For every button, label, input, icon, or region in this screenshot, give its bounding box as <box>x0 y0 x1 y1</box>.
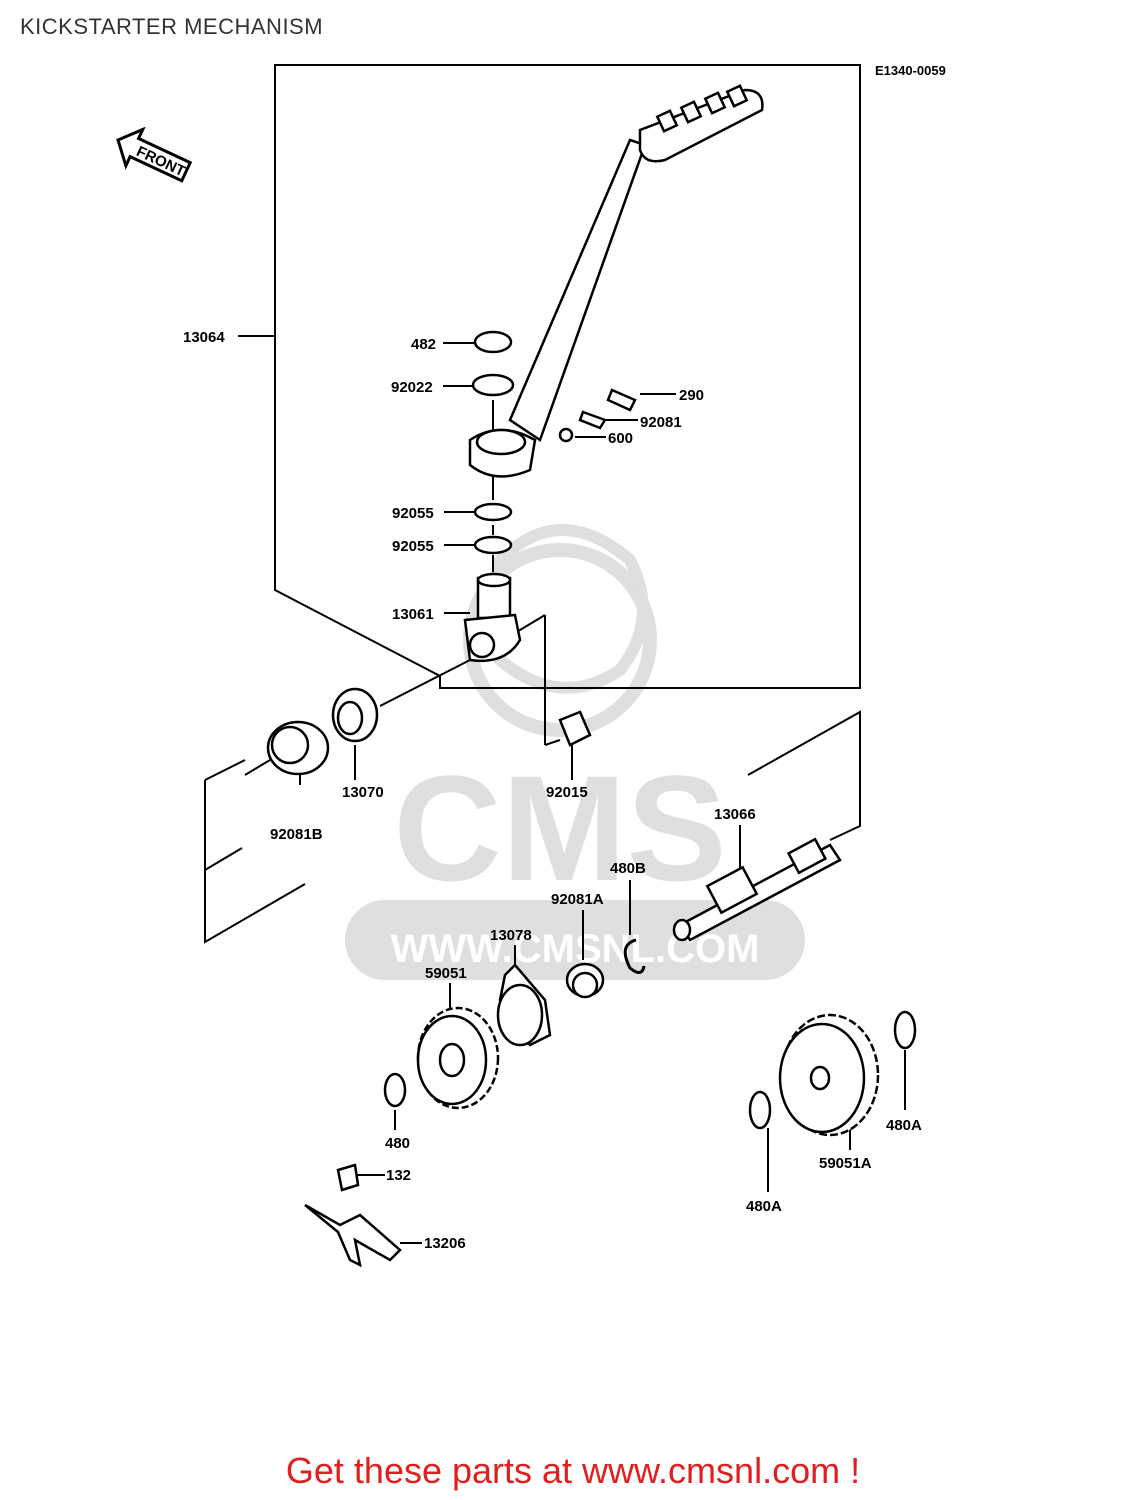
part-label: 480A <box>886 1117 922 1134</box>
part-label: 132 <box>386 1167 411 1184</box>
shaft <box>672 837 842 942</box>
part-label: 92015 <box>546 784 588 801</box>
part-label: 480B <box>610 860 646 877</box>
kick-lever <box>463 84 764 663</box>
part-label: 92081 <box>640 414 682 431</box>
part-label: 13206 <box>424 1235 466 1252</box>
gear-59051 <box>416 1006 500 1110</box>
part-label: 480A <box>746 1198 782 1215</box>
part-label: 13070 <box>342 784 384 801</box>
clips-springs <box>304 938 917 1268</box>
part-label: 92055 <box>392 538 434 555</box>
part-label: 600 <box>608 430 633 447</box>
part-label: 13078 <box>490 927 532 944</box>
assembly-frame <box>274 64 861 689</box>
part-label: 92022 <box>391 379 433 396</box>
spring-and-collar <box>244 687 592 776</box>
part-label: 482 <box>411 336 436 353</box>
page-title: KICKSTARTER MECHANISM <box>20 14 324 39</box>
part-label: 59051A <box>819 1155 872 1172</box>
gear-59051a <box>778 1013 880 1137</box>
part-label: 13061 <box>392 606 434 623</box>
part-label: 92081A <box>551 891 604 908</box>
part-label: 59051 <box>425 965 467 982</box>
part-label: 92055 <box>392 505 434 522</box>
footer-promo-text: Get these parts at www.cmsnl.com ! <box>285 1450 861 1491</box>
diagram-code: E1340-0059 <box>875 63 946 78</box>
part-label: 290 <box>679 387 704 404</box>
front-arrow-icon: FRONT <box>116 126 193 183</box>
part-label: 13064 <box>183 329 225 346</box>
part-labels: 13064 482 92022 290 92081 600 92055 9205… <box>183 329 922 1252</box>
part-label: 13066 <box>714 806 756 823</box>
watermark-logo: CMS <box>393 744 726 912</box>
part-label: 480 <box>385 1135 410 1152</box>
part-label: 92081B <box>270 826 323 843</box>
